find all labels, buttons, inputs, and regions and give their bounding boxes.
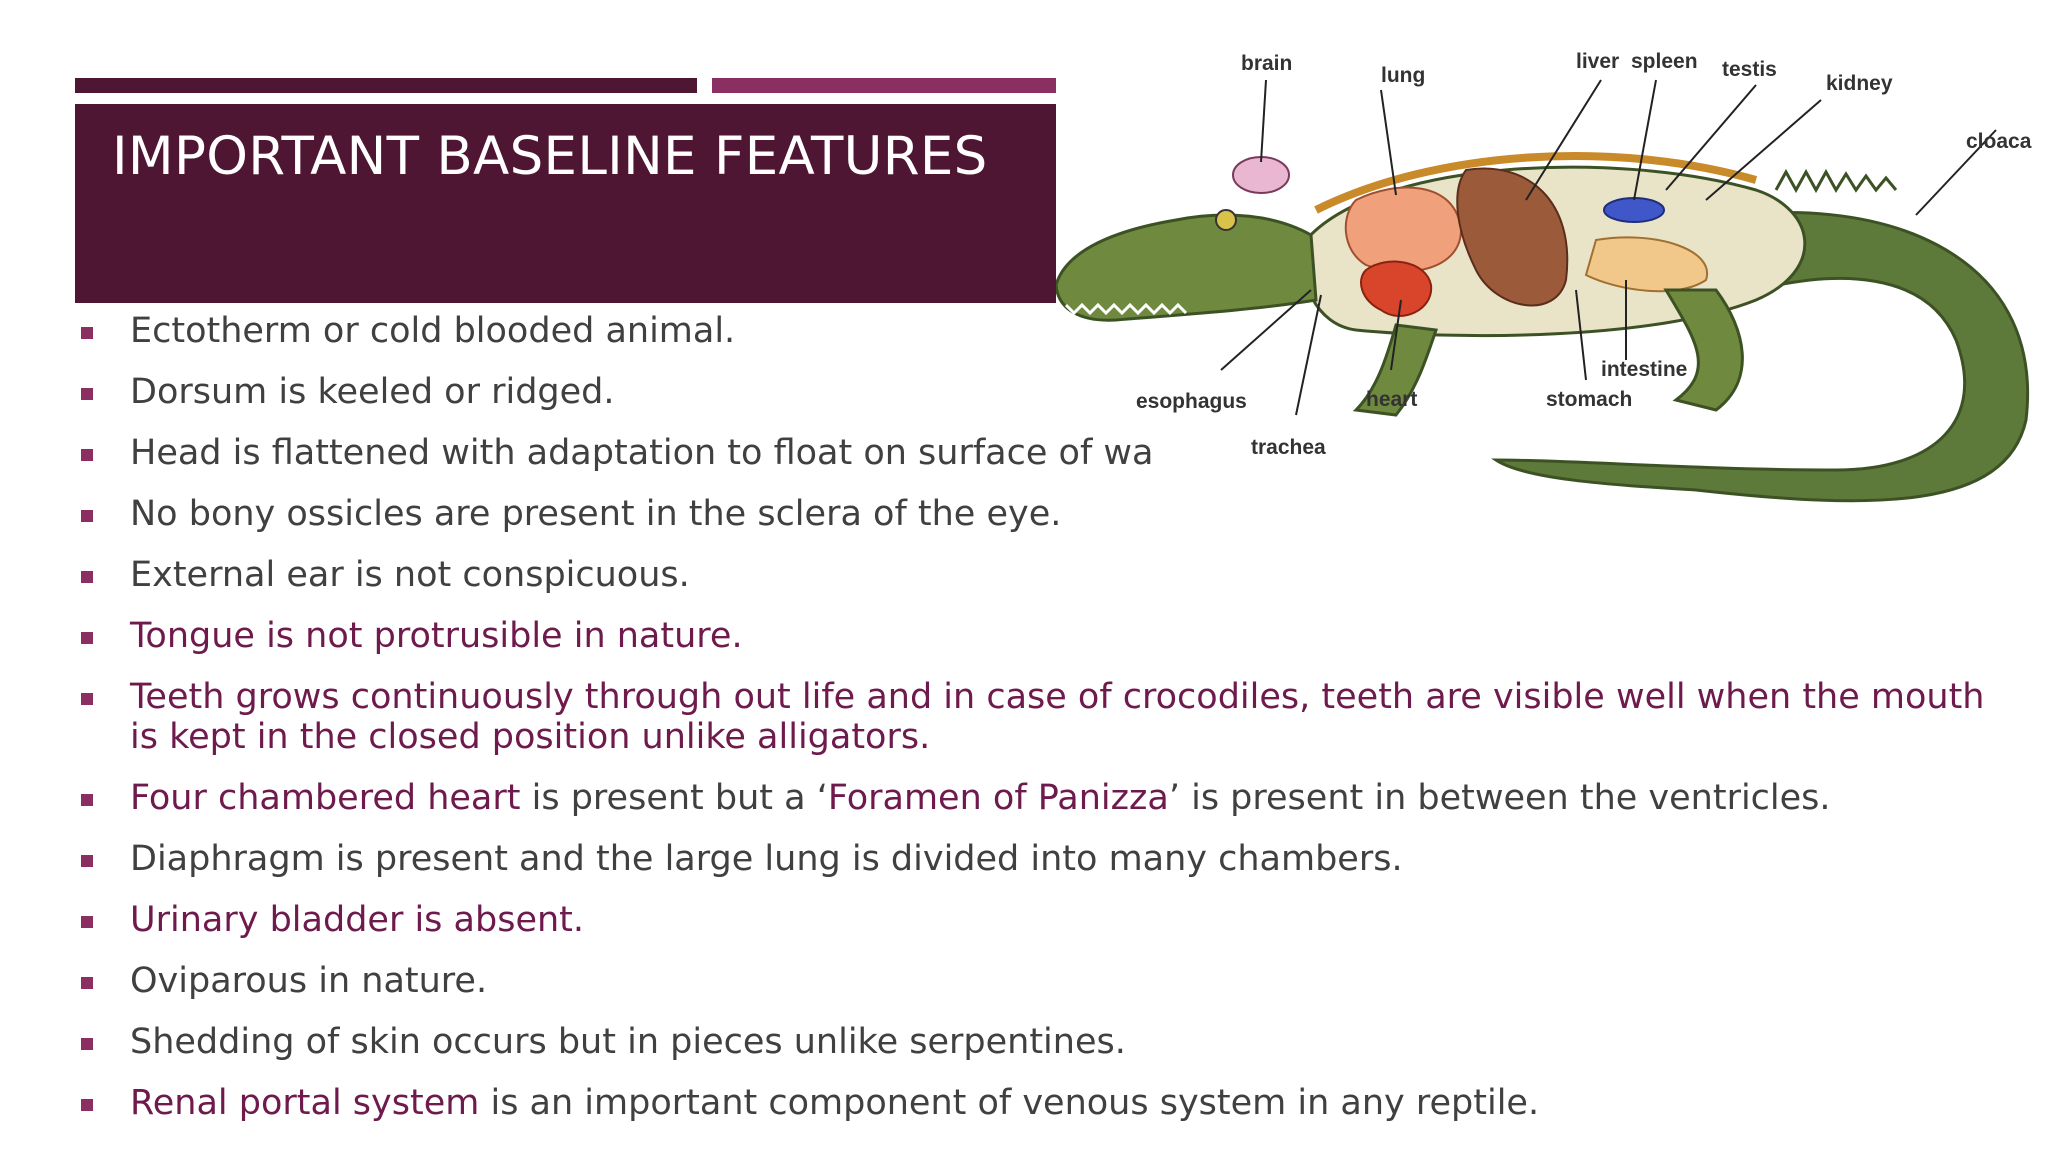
bullet-text: is present but a ‘ [520, 778, 828, 818]
bullet-item: Diaphragm is present and the large lung … [78, 839, 2018, 879]
bullet-item: Oviparous in nature. [78, 961, 2018, 1001]
label-stomach: stomach [1546, 388, 1632, 411]
bullet-text: No bony ossicles are present in the scle… [130, 494, 1062, 534]
accent-bar-dark [75, 78, 697, 93]
intestine-organ [1584, 236, 1709, 293]
highlight-text: Foramen of Panizza [827, 778, 1169, 818]
vertebral-column [1314, 152, 1758, 214]
bullet-square-icon [81, 327, 93, 339]
label-heart: heart [1366, 388, 1417, 411]
hind-leg [1663, 288, 1744, 412]
tail-ridges [1774, 168, 1898, 194]
bullet-item: Urinary bladder is absent. [78, 900, 2018, 940]
bullet-item: Dorsum is keeled or ridged. [78, 372, 2018, 412]
bullet-square-icon [81, 916, 93, 928]
bullet-square-icon [81, 388, 93, 400]
highlight-text: Tongue is not protrusible in nature. [130, 616, 743, 656]
label-kidney: kidney [1826, 72, 1893, 95]
bullet-item: Renal portal system is an important comp… [78, 1083, 2018, 1123]
lung-organ [1344, 186, 1463, 273]
bullet-square-icon [81, 632, 93, 644]
bullet-text: ’ is present in between the ventricles. [1168, 778, 1831, 818]
bullet-text: Head is flattened with adaptation to flo… [130, 433, 1154, 473]
title-banner: IMPORTANT BASELINE FEATURES [75, 104, 1075, 303]
accent-bar-light [712, 78, 1072, 93]
heart-organ [1360, 260, 1433, 317]
liver-organ [1456, 167, 1569, 307]
bullet-text: is an important component of venous syst… [479, 1083, 1540, 1123]
crocodile-anatomy-figure: brain lung liver spleen testis kidney cl… [1056, 40, 2048, 540]
bullet-item: Shedding of skin occurs but in pieces un… [78, 1022, 2018, 1062]
bullet-item: Head is flattened with adaptation to flo… [78, 433, 2018, 473]
highlight-text: Four chambered heart [130, 778, 521, 818]
teeth [1064, 302, 1188, 316]
bullet-square-icon [81, 1099, 93, 1111]
label-lung: lung [1381, 64, 1425, 87]
crocodile-illustration: brain lung liver spleen testis kidney cl… [1056, 50, 2032, 503]
label-cloaca: cloaca [1966, 130, 2032, 153]
kidney-organ [1603, 197, 1665, 223]
label-brain: brain [1241, 52, 1292, 75]
bullet-text: Ectotherm or cold blooded animal. [130, 311, 736, 351]
bullet-item: Teeth grows continuously through out lif… [78, 677, 2018, 757]
label-testis: testis [1722, 58, 1777, 81]
bullet-square-icon [81, 571, 93, 583]
bullet-text: External ear is not conspicuous. [130, 555, 690, 595]
bullet-square-icon [81, 977, 93, 989]
highlight-text: Teeth grows continuously through out lif… [130, 677, 1985, 757]
brain-organ [1232, 156, 1290, 194]
label-esophagus: esophagus [1136, 390, 1247, 413]
bullet-square-icon [81, 855, 93, 867]
bullet-text: Dorsum is keeled or ridged. [130, 372, 615, 412]
bullet-list: Ectotherm or cold blooded animal. Dorsum … [78, 311, 2018, 1144]
bullet-item: External ear is not conspicuous. [78, 555, 2018, 595]
bullet-square-icon [81, 794, 93, 806]
eye-icon [1215, 209, 1237, 231]
bullet-square-icon [81, 449, 93, 461]
bullet-text: Oviparous in nature. [130, 961, 488, 1001]
bullet-square-icon [81, 693, 93, 705]
label-intestine: intestine [1601, 358, 1687, 381]
bullet-text: Shedding of skin occurs but in pieces un… [130, 1022, 1126, 1062]
slide-title: IMPORTANT BASELINE FEATURES [112, 126, 988, 187]
highlight-text: Renal portal system [130, 1083, 480, 1123]
bullet-square-icon [81, 510, 93, 522]
tail-shape [1491, 211, 2030, 503]
label-liver: liver [1576, 50, 1619, 73]
bullet-text: Diaphragm is present and the large lung … [130, 839, 1403, 879]
head-shape [1056, 213, 1318, 322]
highlight-text: Urinary bladder is absent. [130, 900, 585, 940]
front-leg [1352, 323, 1439, 417]
bullet-item: Ectotherm or cold blooded animal. [78, 311, 2018, 351]
bullet-item: Four chambered heart is present but a ‘F… [78, 778, 2018, 818]
bullet-item: Tongue is not protrusible in nature. [78, 616, 2018, 656]
label-spleen: spleen [1631, 50, 1698, 73]
label-trachea: trachea [1251, 436, 1326, 459]
bullet-square-icon [81, 1038, 93, 1050]
bullet-item: No bony ossicles are present in the scle… [78, 494, 2018, 534]
